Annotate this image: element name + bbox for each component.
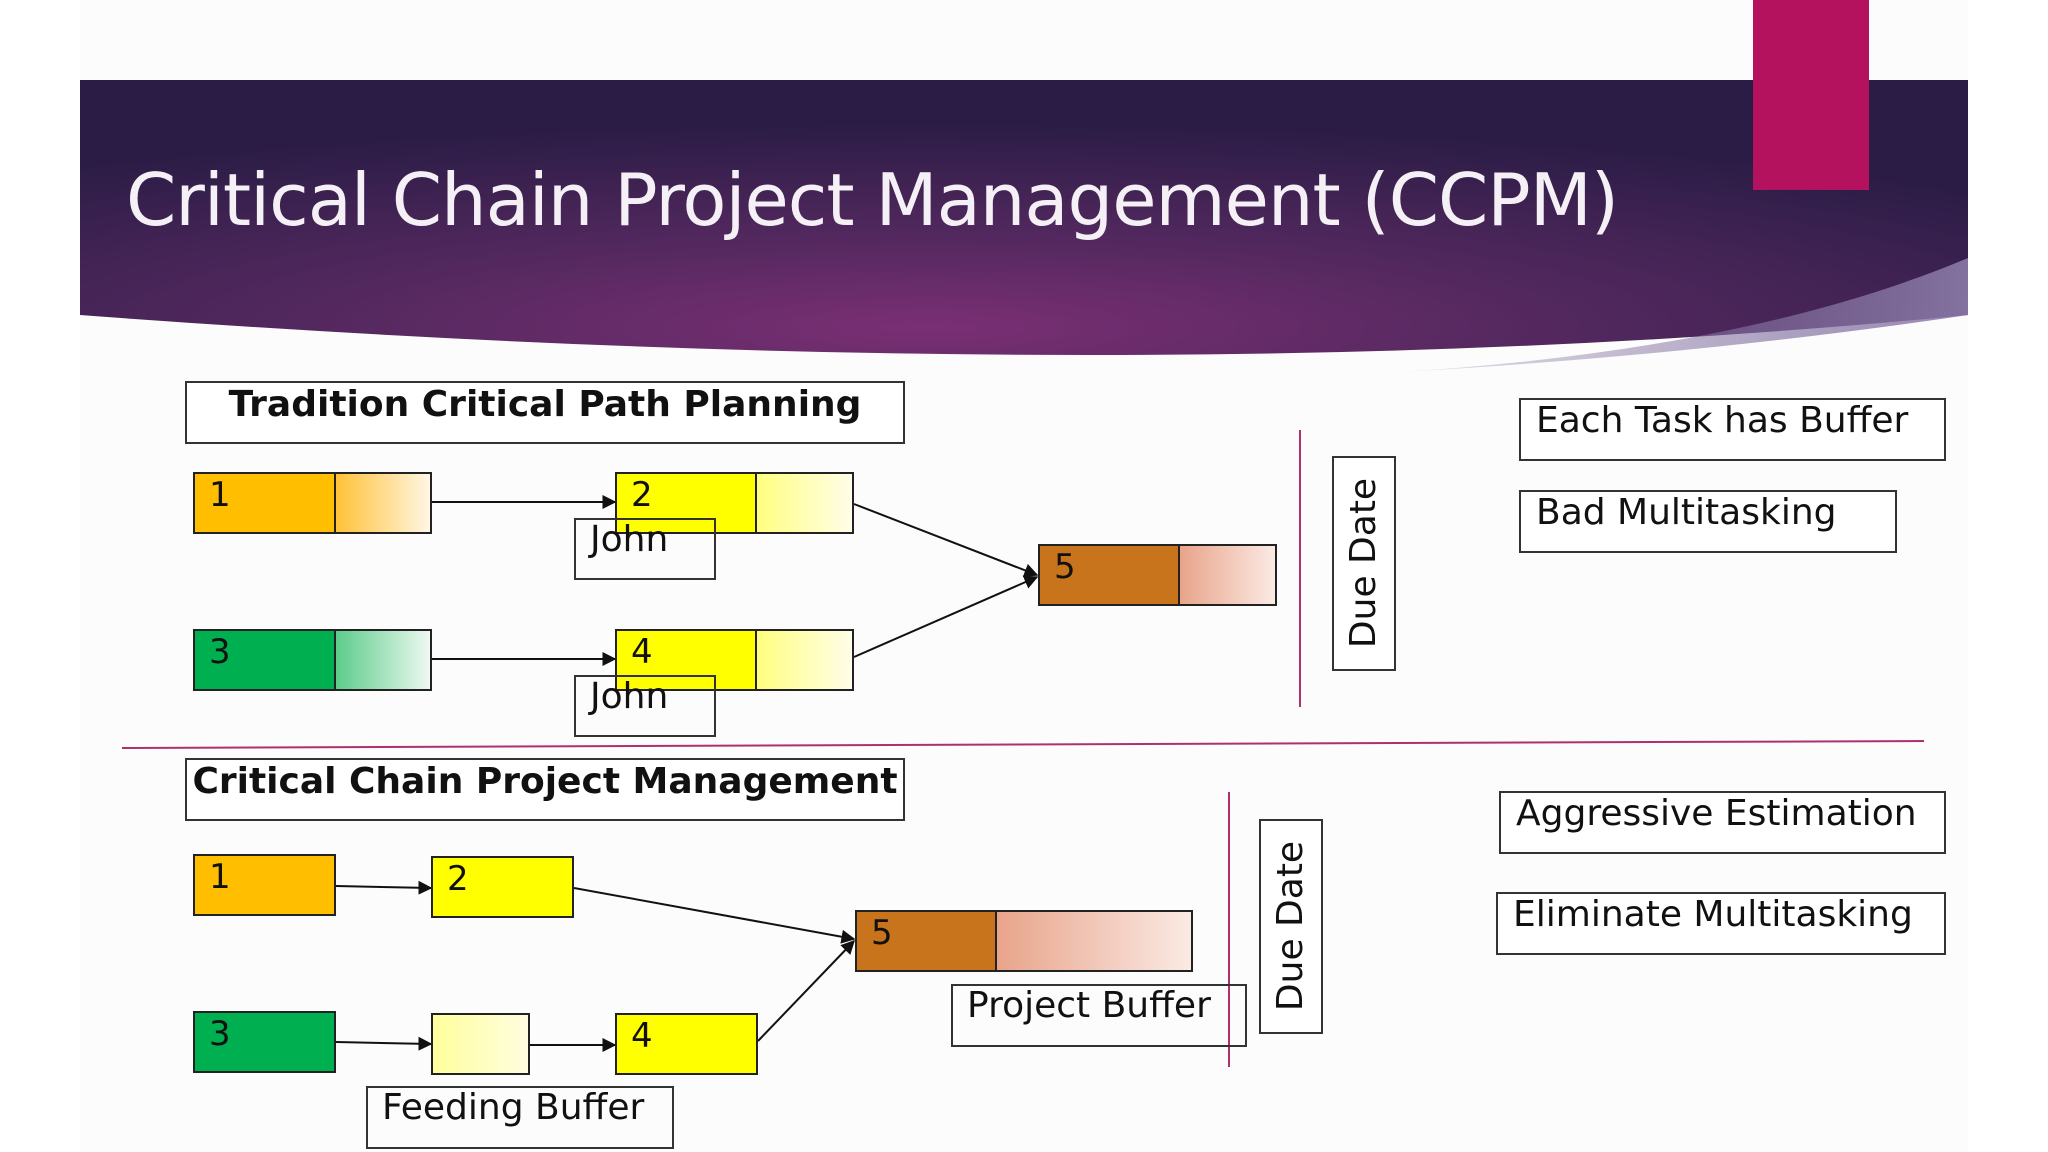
task-1-buffer xyxy=(336,472,432,534)
note-each-task-buffer: Each Task has Buffer xyxy=(1519,398,1946,461)
task-5: 5 xyxy=(1038,544,1180,606)
task-4-label: 4 xyxy=(631,632,653,672)
due-date-label-bottom: Due Date xyxy=(1270,840,1311,1012)
ccpm-task-3-label: 3 xyxy=(209,1014,231,1054)
task-2: 2 xyxy=(615,472,757,534)
project-buffer-label: Project Buffer xyxy=(951,984,1247,1047)
task-5-buffer xyxy=(1180,544,1277,606)
ccpm-heading: Critical Chain Project Management xyxy=(185,758,905,821)
ccpm-task-5-label: 5 xyxy=(871,913,893,953)
due-date-box-top xyxy=(1332,456,1396,671)
due-date-label-top: Due Date xyxy=(1343,477,1384,649)
note-bad-multitasking: Bad Multitasking xyxy=(1519,490,1897,553)
project-buffer-block xyxy=(997,910,1193,972)
ccpm-task-2-label: 2 xyxy=(447,859,469,899)
task-4-buffer xyxy=(757,629,854,691)
ccpm-task-4: 4 xyxy=(615,1013,758,1075)
slide-title: Critical Chain Project Management (CCPM) xyxy=(126,158,1619,242)
note-eliminate-multitasking: Eliminate Multitasking xyxy=(1496,892,1946,955)
task-4: 4 xyxy=(615,629,757,691)
task-3-label: 3 xyxy=(209,632,231,672)
accent-tab xyxy=(1753,0,1869,190)
ccpm-task-2: 2 xyxy=(431,856,574,918)
due-date-box-bottom xyxy=(1259,819,1323,1034)
title-banner xyxy=(80,80,1968,372)
task-2-buffer xyxy=(757,472,854,534)
task-1: 1 xyxy=(193,472,336,534)
ccpm-task-4-label: 4 xyxy=(631,1016,653,1056)
resource-john-1: John xyxy=(574,518,716,580)
traditional-heading: Tradition Critical Path Planning xyxy=(185,381,905,444)
resource-john-2: John xyxy=(574,675,716,737)
note-aggressive-estimation: Aggressive Estimation xyxy=(1499,791,1946,854)
ccpm-task-1-label: 1 xyxy=(209,857,231,897)
feeding-buffer-block xyxy=(431,1013,530,1075)
ccpm-task-3: 3 xyxy=(193,1011,336,1073)
task-2-label: 2 xyxy=(631,475,653,515)
ccpm-task-1: 1 xyxy=(193,854,336,916)
feeding-buffer-label: Feeding Buffer xyxy=(366,1086,674,1149)
task-5-label: 5 xyxy=(1054,547,1076,587)
task-3: 3 xyxy=(193,629,336,691)
ccpm-task-5: 5 xyxy=(855,910,997,972)
task-1-label: 1 xyxy=(209,475,231,515)
task-3-buffer xyxy=(336,629,432,691)
